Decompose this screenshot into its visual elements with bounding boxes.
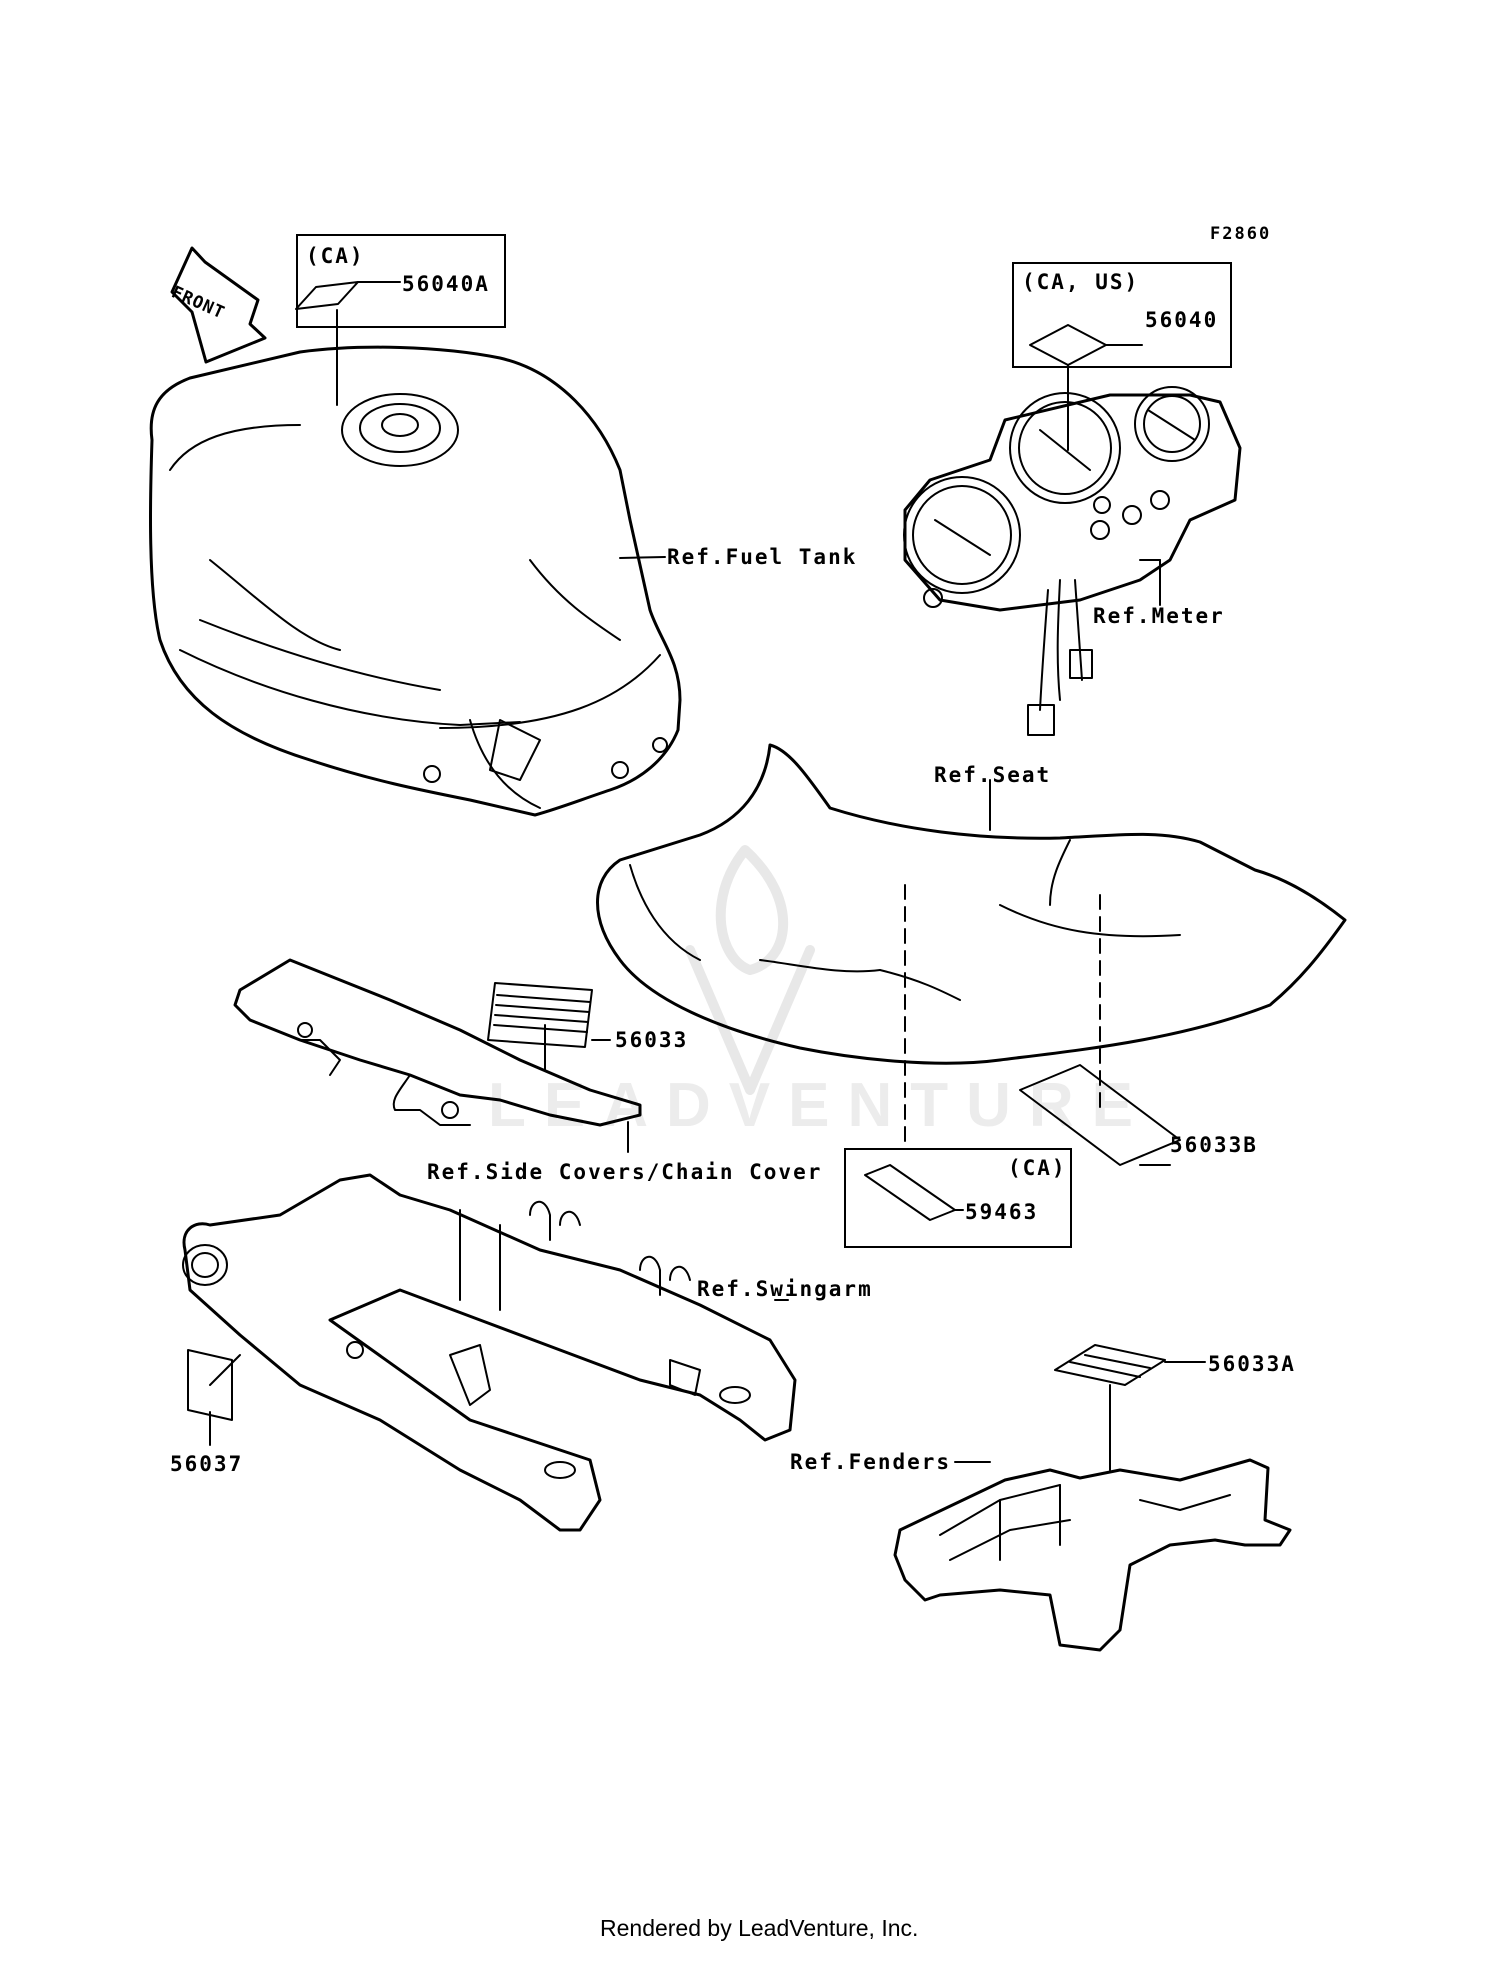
- part-number-56033A[interactable]: 56033A: [1208, 1352, 1296, 1376]
- meter-cluster-outline: [903, 386, 1242, 736]
- ref-fuel-tank-label[interactable]: Ref.Fuel Tank: [667, 545, 858, 569]
- label-decal-56033: [487, 982, 593, 1048]
- ref-swingarm-label[interactable]: Ref.Swingarm: [697, 1277, 873, 1301]
- fender-frame-outline: [893, 1458, 1292, 1652]
- watermark-logo-icon: [685, 845, 815, 1095]
- footer-credit: Rendered by LeadVenture, Inc.: [600, 1915, 919, 1941]
- part-number-56033B[interactable]: 56033B: [1170, 1133, 1258, 1157]
- part-number-56040A[interactable]: 56040A: [402, 272, 490, 296]
- front-arrow-icon: [170, 246, 267, 364]
- ref-fenders-label[interactable]: Ref.Fenders: [790, 1450, 952, 1474]
- ref-side-covers-chain-cover-label[interactable]: Ref.Side Covers/Chain Cover: [427, 1160, 823, 1184]
- watermark-text: LEADVENTURE: [488, 1071, 1152, 1140]
- part-number-56040[interactable]: 56040: [1145, 308, 1219, 332]
- callout-box-56040: [1012, 262, 1232, 368]
- part-number-56033[interactable]: 56033: [615, 1028, 689, 1052]
- swingarm-outline: [182, 1173, 797, 1532]
- label-decal-56037: [187, 1349, 233, 1421]
- part-number-59463[interactable]: 59463: [965, 1200, 1039, 1224]
- chain-cover-outline: [233, 958, 642, 1127]
- seat-outline: [596, 743, 1347, 1065]
- callout-box-56040A: [296, 234, 506, 328]
- figure-id-label: F2860: [1210, 224, 1272, 244]
- label-decal-56040A: [295, 281, 359, 310]
- label-decal-56033B: [1019, 1064, 1181, 1166]
- ref-seat-label[interactable]: Ref.Seat: [934, 763, 1052, 787]
- ref-meter-label[interactable]: Ref.Meter: [1093, 604, 1225, 628]
- region-label-ca-us: (CA, US): [1022, 270, 1140, 294]
- region-label-ca-59463: (CA): [1008, 1156, 1067, 1180]
- callout-box-59463: [844, 1148, 1072, 1248]
- leader-lines: [209, 281, 1206, 1471]
- label-decal-56033A: [1054, 1344, 1166, 1386]
- fuel-tank-outline: [148, 345, 682, 817]
- part-number-56037[interactable]: 56037: [170, 1452, 244, 1476]
- region-label-ca: (CA): [306, 244, 365, 268]
